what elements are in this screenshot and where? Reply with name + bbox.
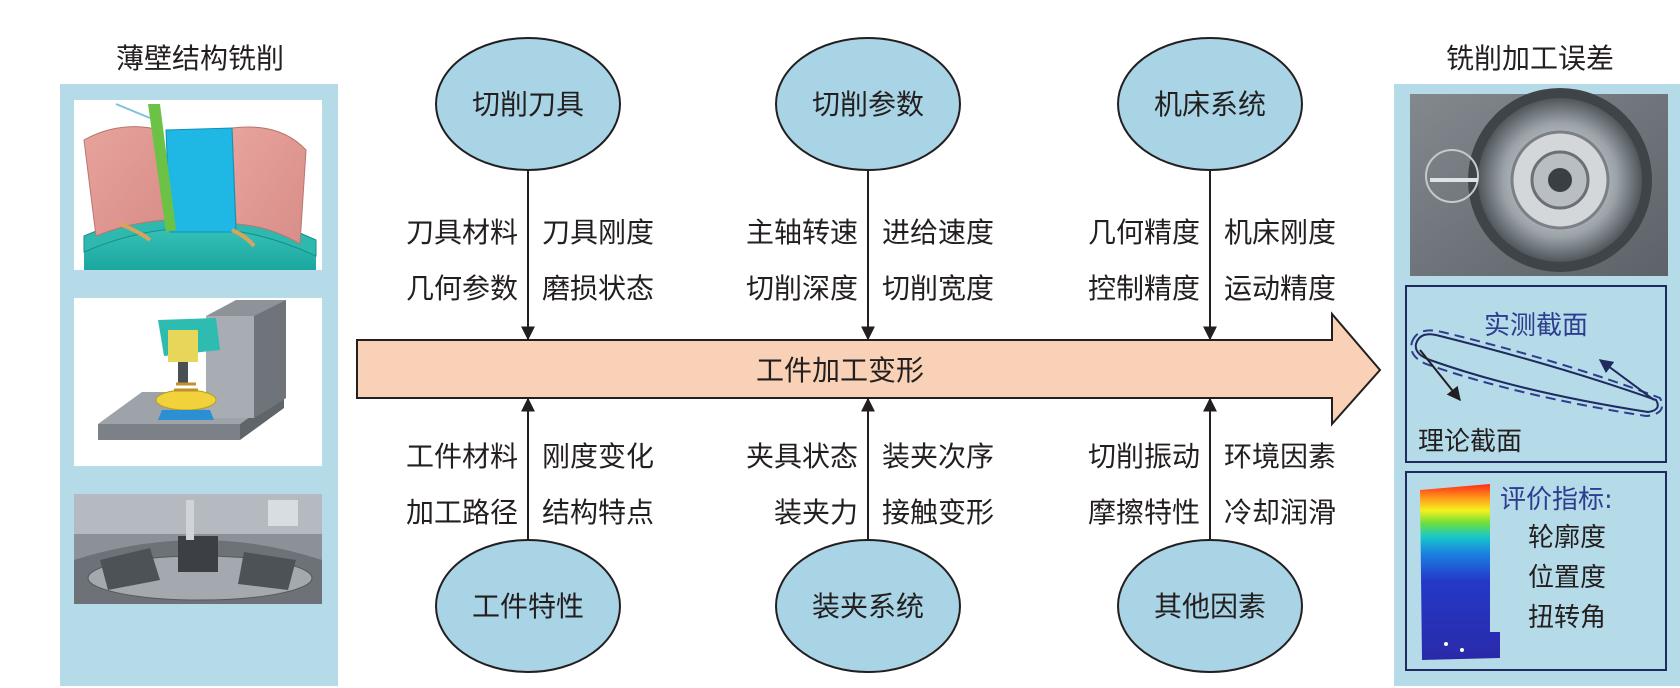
cause-label: 切削刀具 <box>472 88 584 121</box>
cause-label: 装夹系统 <box>812 590 924 623</box>
evaluation-item: 扭转角 <box>1528 603 1606 633</box>
workshop-photo-image <box>74 494 322 604</box>
cause-factor: 几何参数 <box>406 272 518 305</box>
spine-arrow: 工件加工变形 <box>356 311 1382 427</box>
cause-factor: 装夹次序 <box>882 440 994 473</box>
cause-factor: 几何精度 <box>1088 216 1200 249</box>
top-cause-branch: 切削刀具刀具材料刀具刚度几何参数磨损状态 <box>406 37 654 341</box>
cause-factor: 结构特点 <box>542 496 654 529</box>
measured-section-outline <box>1414 333 1659 414</box>
theoretical-section-outline <box>1410 329 1664 418</box>
cause-factor: 夹具状态 <box>746 440 858 473</box>
spine-arrow-shape <box>356 311 1382 427</box>
cause-factor: 主轴转速 <box>746 216 858 249</box>
right-panel-title: 铣削加工误差 <box>1446 42 1614 75</box>
cause-factor: 加工路径 <box>406 496 518 529</box>
cause-factor: 运动精度 <box>1224 272 1336 305</box>
cause-factor: 接触变形 <box>882 496 994 529</box>
measured-section-label: 实测截面 <box>1484 311 1588 341</box>
cause-label: 工件特性 <box>472 590 584 623</box>
cause-label: 机床系统 <box>1154 88 1266 121</box>
cause-factor: 切削深度 <box>746 272 858 305</box>
cause-label: 切削参数 <box>812 88 924 121</box>
bottom-cause-branch: 其他因素 切削振动环境因素摩擦特性冷却润滑 <box>1088 397 1336 673</box>
cause-factor: 进给速度 <box>882 216 994 249</box>
theoretical-section-label: 理论截面 <box>1418 427 1522 457</box>
spine-label: 工件加工变形 <box>756 354 924 387</box>
bottom-cause-branch: 工件特性 工件材料刚度变化加工路径结构特点 <box>406 397 654 673</box>
top-cause-branch: 机床系统几何精度机床刚度控制精度运动精度 <box>1088 37 1336 341</box>
cause-factor: 磨损状态 <box>542 272 654 305</box>
cause-factor: 装夹力 <box>774 496 858 529</box>
cause-factor: 切削振动 <box>1088 440 1200 473</box>
cause-factor: 摩擦特性 <box>1088 496 1200 529</box>
machine-model-image <box>74 298 322 466</box>
cause-factor: 机床刚度 <box>1224 216 1336 249</box>
cause-factor: 刚度变化 <box>542 440 654 473</box>
cause-factor: 冷却润滑 <box>1224 496 1336 529</box>
cause-label: 其他因素 <box>1154 590 1266 623</box>
cause-factor: 环境因素 <box>1224 440 1336 473</box>
cause-factor: 工件材料 <box>406 440 518 473</box>
cause-factor: 刀具材料 <box>406 216 518 249</box>
machined-disk-photo <box>1410 88 1668 276</box>
section-comparison-box: 实测截面 理论截面 <box>1405 285 1667 463</box>
bottom-cause-branch: 装夹系统 夹具状态装夹次序装夹力接触变形 <box>746 397 994 673</box>
right-panel: 铣削加工误差 实测截面 理论截面 <box>1394 42 1680 686</box>
evaluation-item: 位置度 <box>1528 563 1606 593</box>
blade-cad-image <box>74 100 322 270</box>
left-panel-title: 薄壁结构铣削 <box>116 42 284 75</box>
evaluation-box: 评价指标: 轮廓度 位置度 扭转角 <box>1405 471 1667 671</box>
evaluation-item: 轮廓度 <box>1528 523 1606 553</box>
top-cause-branch: 切削参数主轴转速进给速度切削深度切削宽度 <box>746 37 994 341</box>
cause-factor: 切削宽度 <box>882 272 994 305</box>
evaluation-heading: 评价指标: <box>1500 485 1613 515</box>
cause-factor: 刀具刚度 <box>542 216 654 249</box>
cause-branches: 切削刀具刀具材料刀具刚度几何参数磨损状态切削参数主轴转速进给速度切削深度切削宽度… <box>406 37 1336 673</box>
fem-contour-image <box>1420 484 1500 660</box>
cause-factor: 控制精度 <box>1088 272 1200 305</box>
left-panel: 薄壁结构铣削 <box>60 42 338 686</box>
